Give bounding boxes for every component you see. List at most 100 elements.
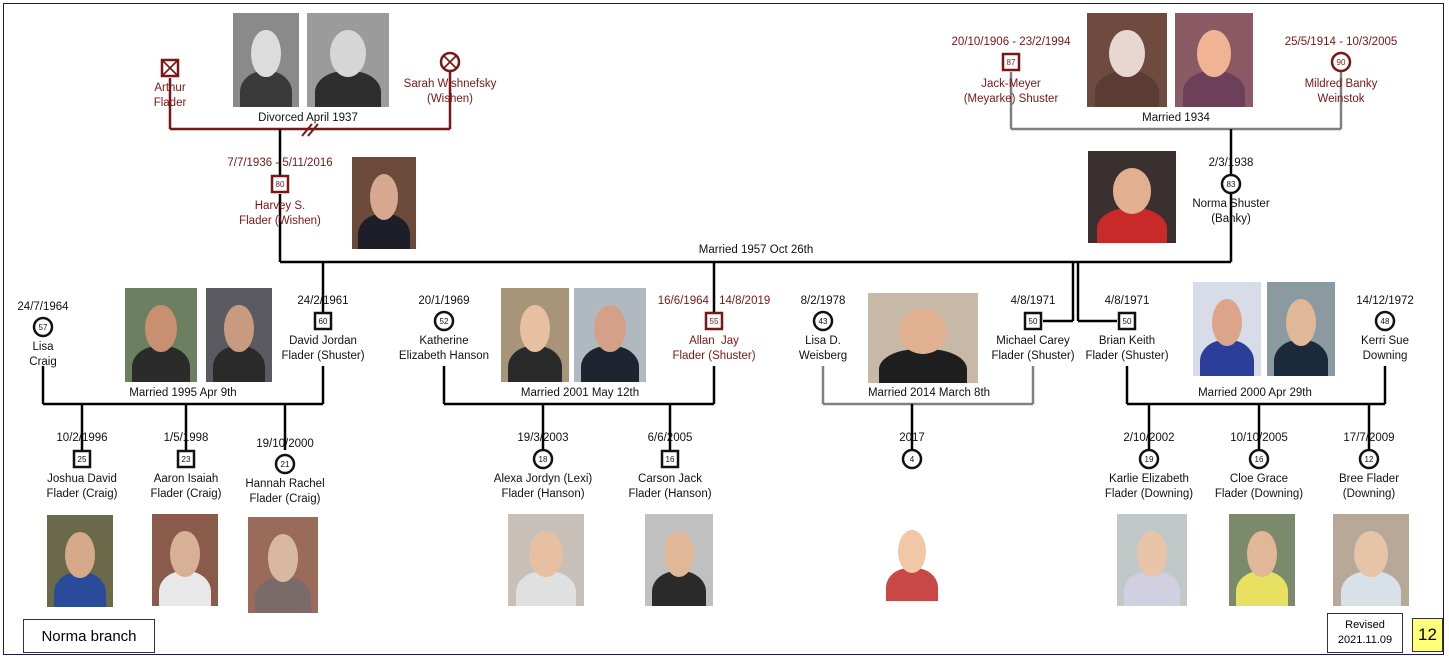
age-text: 12 — [1365, 455, 1374, 464]
person-name: Bree Flader (Downing) — [1338, 473, 1400, 500]
person-name: Jack-Meyer (Meyarke) Shuster — [963, 78, 1059, 105]
female-symbol: 19 — [1138, 448, 1160, 470]
age-text: 18 — [539, 455, 548, 464]
age-text: 60 — [319, 317, 328, 326]
marriage-label: Married 2001 May 12th — [520, 387, 640, 399]
female-symbol: 12 — [1358, 448, 1380, 470]
birth-date: 25/5/1914 - 10/3/2005 — [1284, 36, 1398, 48]
marriage-label: Married 2014 March 8th — [867, 387, 991, 399]
male-symbol: 50 — [1023, 311, 1043, 331]
age-text: 90 — [1337, 58, 1346, 67]
birth-date: 4/8/1971 — [1104, 295, 1150, 307]
female-symbol: 90 — [1330, 51, 1352, 73]
photo-allan — [574, 288, 646, 382]
photo-jack — [1087, 13, 1167, 107]
birth-date: 16/6/1964 - 14/8/2019 — [657, 295, 771, 307]
female-symbol: 4 — [901, 448, 923, 470]
person-name: Alexa Jordyn (Lexi) Flader (Hanson) — [493, 473, 593, 500]
photo-mildred — [1175, 13, 1253, 107]
female-symbol: 16 — [1248, 448, 1270, 470]
photo-joshua — [47, 515, 113, 607]
birth-date: 20/10/1906 - 23/2/1994 — [951, 36, 1071, 48]
birth-date: 6/6/2005 — [647, 432, 693, 444]
age-text: 83 — [1227, 180, 1236, 189]
person-name: Carson Jack Flader (Hanson) — [628, 473, 712, 500]
birth-date: 24/7/1964 — [17, 301, 69, 313]
person-name: Karlie Elizabeth Flader (Downing) — [1104, 473, 1194, 500]
age-text: 16 — [666, 455, 675, 464]
person-name: Mildred Banky Weinstok — [1304, 78, 1378, 105]
photo-karlie — [1117, 514, 1187, 606]
person-name: Sarah Wishnefsky (Wishen) — [403, 78, 497, 105]
male-symbol: 87 — [1001, 52, 1021, 72]
birth-date: 10/2/1996 — [56, 432, 108, 444]
photo-michael-lisa — [868, 293, 978, 383]
marriage-label: Divorced April 1937 — [258, 112, 358, 124]
photo-alexa — [508, 514, 584, 606]
photo-bree — [1333, 514, 1409, 606]
birth-date: 2/3/1938 — [1208, 157, 1254, 169]
male-symbol: 50 — [1117, 311, 1137, 331]
branch-label-text: Norma branch — [41, 627, 137, 645]
female-symbol: 21 — [274, 453, 296, 475]
male-symbol: 55 — [704, 311, 724, 331]
female-symbol: 48 — [1374, 310, 1396, 332]
male-symbol: 25 — [72, 449, 92, 469]
male-symbol — [160, 58, 180, 78]
photo-david — [206, 288, 272, 382]
person-name: Cloe Grace Flader (Downing) — [1214, 473, 1304, 500]
female-symbol: 52 — [433, 310, 455, 332]
female-symbol: 57 — [32, 316, 54, 338]
divorce-mark — [307, 123, 319, 137]
birth-date: 20/1/1969 — [418, 295, 470, 307]
age-text: 50 — [1029, 317, 1038, 326]
person-name: Hannah Rachel Flader (Craig) — [245, 478, 325, 505]
age-text: 55 — [710, 317, 719, 326]
person-name: Allan Jay Flader (Shuster) — [672, 335, 756, 362]
female-symbol: 83 — [1220, 173, 1242, 195]
age-text: 25 — [78, 455, 87, 464]
female-symbol: 43 — [812, 310, 834, 332]
photo-carson — [645, 514, 713, 606]
male-symbol: 23 — [176, 449, 196, 469]
page-number: 12 — [1418, 625, 1437, 644]
photo-baby — [880, 514, 944, 601]
age-text: 16 — [1255, 455, 1264, 464]
male-symbol: 16 — [660, 449, 680, 469]
birth-date: 19/10/2000 — [256, 438, 314, 450]
person-name: Lisa D. Weisberg — [798, 335, 848, 362]
age-text: 19 — [1145, 455, 1154, 464]
marriage-label: Married 2000 Apr 29th — [1198, 387, 1312, 399]
age-text: 87 — [1007, 58, 1016, 67]
photo-norma — [1088, 151, 1176, 243]
page-number-badge: 12 — [1412, 618, 1443, 652]
age-text: 43 — [819, 317, 828, 326]
revised-label: Revised — [1345, 619, 1385, 631]
person-name: Michael Carey Flader (Shuster) — [991, 335, 1075, 362]
photo-aaron — [152, 514, 218, 606]
birth-date: 7/7/1936 - 5/11/2016 — [227, 157, 333, 169]
age-text: 52 — [440, 317, 449, 326]
age-text: 80 — [276, 180, 285, 189]
person-name: Brian Keith Flader (Shuster) — [1085, 335, 1169, 362]
person-name: Katherine Elizabeth Hanson — [398, 335, 490, 362]
male-symbol: 80 — [270, 174, 290, 194]
birth-date: 14/12/1972 — [1356, 295, 1414, 307]
person-name: Kerri Sue Downing — [1361, 335, 1409, 362]
age-text: 4 — [910, 455, 915, 464]
person-name: Aaron Isaiah Flader (Craig) — [150, 473, 222, 500]
photo-lisa-craig — [125, 288, 197, 382]
divorce-mark — [301, 123, 313, 137]
person-name: David Jordan Flader (Shuster) — [281, 335, 365, 362]
age-text: 50 — [1123, 317, 1132, 326]
photo-hannah — [248, 517, 318, 613]
birth-date: 19/3/2003 — [517, 432, 569, 444]
birth-date: 10/10/2005 — [1230, 432, 1288, 444]
photo-harvey — [352, 157, 416, 249]
birth-date: 8/2/1978 — [800, 295, 846, 307]
photo-arthur — [233, 13, 299, 107]
birth-date: 24/2/1961 — [297, 295, 349, 307]
age-text: 23 — [182, 455, 191, 464]
person-name: Joshua David Flader (Craig) — [46, 473, 118, 500]
